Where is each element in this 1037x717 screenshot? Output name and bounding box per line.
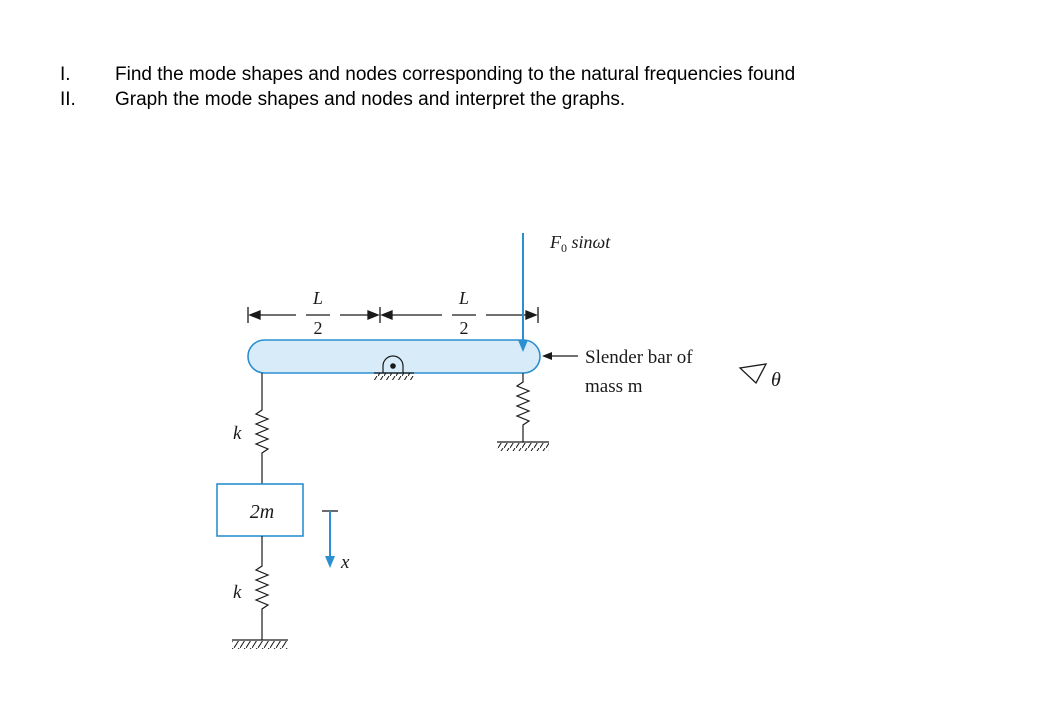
pivot-support	[374, 355, 414, 380]
dimension-2-text: 2	[314, 318, 323, 338]
bar-label-arrow	[542, 352, 578, 360]
lower-spring	[254, 536, 270, 640]
dimension-label-left: L 2	[312, 288, 323, 338]
right-spring	[515, 373, 531, 442]
coordinate-x-arrow	[322, 510, 338, 568]
force-sin-text: sinωt	[567, 232, 611, 252]
force-label: F0 sinωt	[549, 232, 611, 255]
upper-spring-k-text: k	[233, 423, 242, 444]
force-F-text: F	[549, 232, 562, 252]
coordinate-x-text: x	[340, 552, 350, 573]
task-number: I.	[60, 64, 71, 85]
right-ground	[497, 441, 549, 451]
mass-label: 2m	[250, 501, 274, 523]
left-ground	[232, 639, 288, 649]
lower-spring-k-text: k	[233, 582, 242, 603]
theta-text: θ	[771, 369, 781, 391]
force-subscript-text: 0	[561, 241, 567, 255]
force-arrow	[518, 233, 528, 352]
dimension-L-text: L	[458, 288, 469, 308]
task-text: Find the mode shapes and nodes correspon…	[115, 64, 796, 85]
bar-label-line2: mass m	[585, 376, 643, 397]
mass-block-2m	[216, 483, 304, 537]
dimension-label-right: L 2	[458, 288, 469, 338]
dimension-2-text: 2	[460, 318, 469, 338]
bar-label-line1: Slender bar of	[585, 347, 693, 368]
rotation-theta-icon: θ	[738, 363, 781, 391]
dimension-line	[247, 307, 539, 323]
upper-spring	[254, 373, 270, 484]
task-number: II.	[60, 89, 76, 110]
dimension-L-text: L	[312, 288, 323, 308]
task-text: Graph the mode shapes and nodes and inte…	[115, 89, 626, 110]
